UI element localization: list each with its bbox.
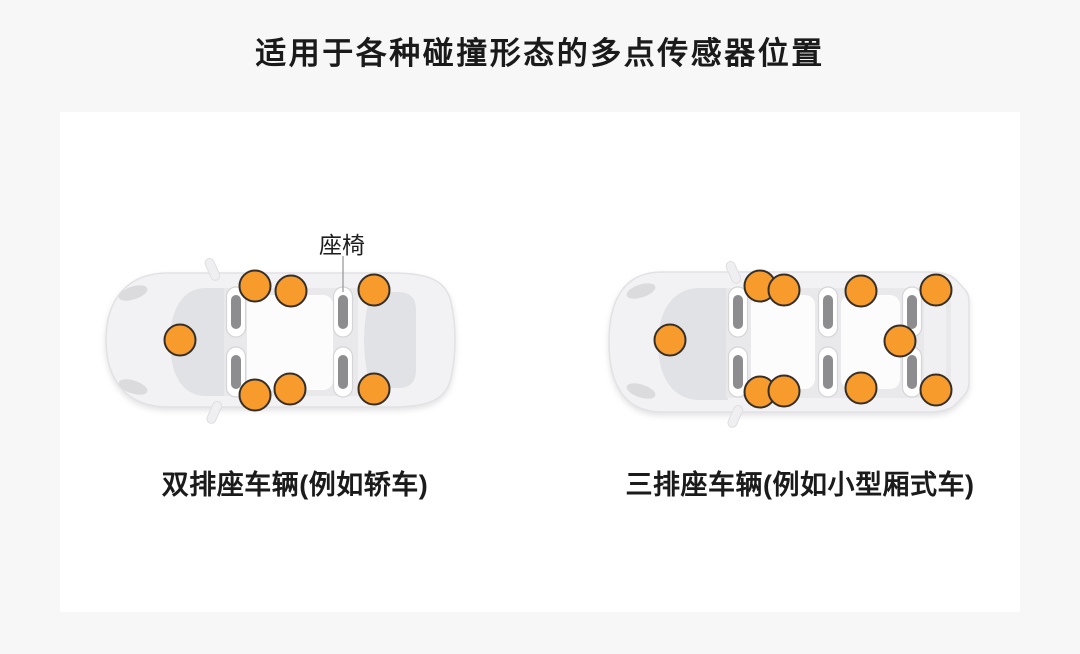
sedan-mirror-right [206, 400, 223, 424]
minivan-cabin-center-1 [751, 295, 815, 389]
seat-back [338, 295, 348, 329]
sedan-caption: 双排座车辆(例如轿车) [161, 470, 429, 500]
minivan-windshield [658, 288, 728, 400]
sedan-headlight-right [118, 379, 148, 395]
minivan-cargo-area [924, 295, 946, 389]
minivan-caption: 三排座车辆(例如小型厢式车) [625, 470, 975, 500]
sensor-dot [238, 378, 272, 412]
sensor-dot [274, 274, 308, 308]
sensor-dot [357, 273, 391, 307]
sensor-dot [238, 269, 272, 303]
seat-back [231, 355, 241, 389]
sensor-dot [653, 323, 687, 357]
minivan-seats [727, 286, 923, 398]
sedan-seats [225, 286, 354, 398]
sedan-mirror-left [204, 258, 221, 281]
sensor-dot [844, 274, 878, 308]
seat-label: 座椅 [319, 232, 365, 258]
sensor-dot [767, 273, 801, 307]
minivan-headlight-left [626, 283, 656, 299]
sedan-headlight-left [118, 285, 148, 301]
seat-back [231, 295, 241, 329]
seat-back [338, 355, 348, 389]
sensor-dot [919, 373, 953, 407]
minivan-cabin-center-2 [841, 295, 900, 389]
sensor-dot [844, 371, 878, 405]
seat-back [907, 355, 917, 389]
sedan-rear-window [364, 292, 416, 388]
sedan-sensors [163, 269, 391, 412]
page-title: 适用于各种碰撞形态的多点传感器位置 [255, 36, 825, 71]
sensor-dot [767, 374, 801, 408]
sensor-dot [883, 324, 917, 358]
minivan-mirror-left [725, 261, 742, 284]
sensor-dot [163, 323, 197, 357]
sensor-dot [273, 372, 307, 406]
seat-back [823, 355, 833, 389]
seat-back [907, 295, 917, 329]
sedan-windshield [170, 288, 230, 396]
sensor-dot [357, 372, 391, 406]
sedan-diagram [105, 256, 456, 424]
seat-back [733, 295, 743, 329]
seat-back [823, 295, 833, 329]
minivan-diagram [608, 261, 970, 428]
minivan-sensors [653, 269, 953, 409]
minivan-mirror-right [727, 404, 744, 428]
seat-back [733, 355, 743, 389]
sensor-dot [919, 273, 953, 307]
sedan-cabin-center [247, 295, 333, 390]
minivan-headlight-right [626, 383, 656, 399]
